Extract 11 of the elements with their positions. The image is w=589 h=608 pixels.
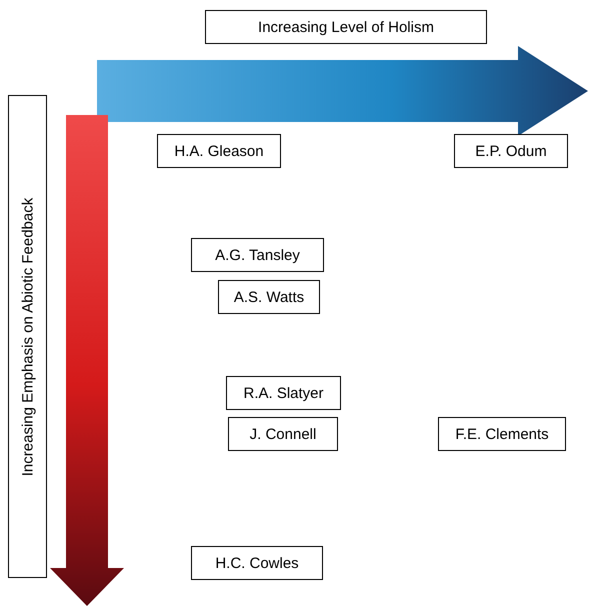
name-label: A.G. Tansley — [191, 238, 324, 272]
name-label: F.E. Clements — [438, 417, 566, 451]
axis-label-box — [8, 95, 47, 578]
name-label: H.C. Cowles — [191, 546, 323, 580]
name-label: E.P. Odum — [454, 134, 568, 168]
name-label: H.A. Gleason — [157, 134, 281, 168]
axis-label: Increasing Level of Holism — [205, 10, 487, 44]
name-label: A.S. Watts — [218, 280, 320, 314]
name-label: J. Connell — [228, 417, 338, 451]
name-label: R.A. Slatyer — [226, 376, 341, 410]
axis-label: Increasing Emphasis on Abiotic Feedback — [19, 197, 36, 476]
